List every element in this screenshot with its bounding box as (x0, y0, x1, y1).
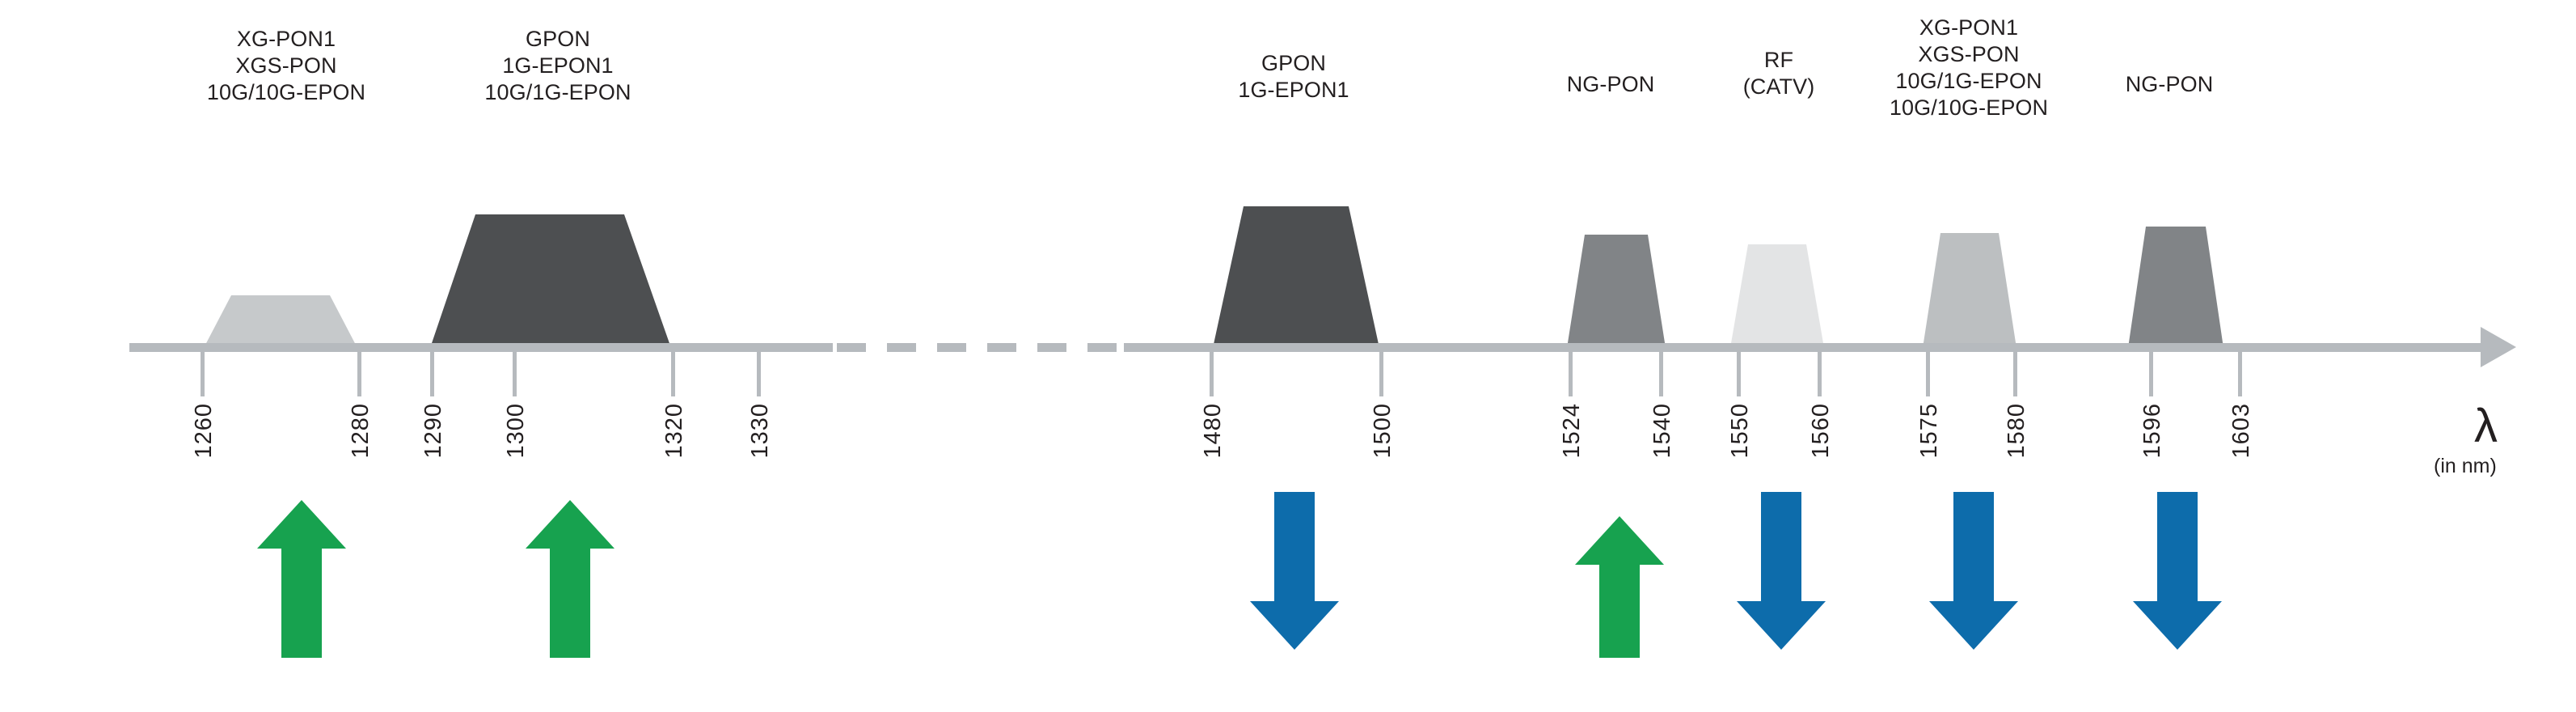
tick-mark-1330 (757, 352, 761, 396)
tick-label-1580: 1580 (2004, 403, 2029, 459)
band-label-1555: RF (CATV) (1743, 47, 1815, 100)
band-label-1577-line4: 10G/10G-EPON (1889, 95, 2049, 120)
band-label-1577-line1: XG-PON1 (1919, 15, 2019, 40)
tick-label-1330: 1330 (747, 403, 773, 459)
band-label-1310: GPON 1G-EPON1 10G/1G-EPON (484, 26, 631, 106)
band-label-1555-line1: RF (1763, 48, 1794, 72)
tick-label-1603: 1603 (2228, 403, 2254, 459)
tick-label-1575: 1575 (1916, 403, 1942, 459)
band-label-1310-line1: GPON (526, 27, 590, 51)
downstream-arrow-1490-icon (1250, 492, 1339, 650)
tick-mark-1603 (2238, 352, 2242, 396)
axis-arrowhead-icon (2481, 327, 2516, 367)
band-label-1577-line3: 10G/1G-EPON (1895, 69, 2042, 93)
band-label-1270: XG-PON1 XGS-PON 10G/10G-EPON (207, 26, 365, 106)
tick-mark-1320 (671, 352, 675, 396)
band-shape-1490 (1213, 206, 1379, 348)
band-shape-1555 (1730, 244, 1824, 348)
tick-label-1596: 1596 (2139, 403, 2165, 459)
band-label-1310-line2: 1G-EPON1 (502, 53, 614, 78)
upstream-arrow-1310-icon (526, 500, 614, 658)
axis-break-dashes (837, 343, 1124, 352)
band-shape-1532 (1567, 235, 1666, 348)
band-shape-1270 (204, 295, 357, 348)
tick-mark-1550 (1737, 352, 1741, 396)
band-label-1532: NG-PON (1567, 71, 1655, 98)
band-label-1490: GPON 1G-EPON1 (1238, 50, 1349, 104)
tick-label-1320: 1320 (661, 403, 687, 459)
band-label-1600-line1: NG-PON (2125, 72, 2214, 96)
band-label-1490-line2: 1G-EPON1 (1238, 78, 1349, 102)
tick-mark-1500 (1379, 352, 1383, 396)
band-shape-1600 (2128, 227, 2223, 348)
tick-mark-1560 (1818, 352, 1822, 396)
band-label-1532-line1: NG-PON (1566, 72, 1655, 96)
band-label-1577: XG-PON1 XGS-PON 10G/1G-EPON 10G/10G-EPON (1890, 15, 2048, 121)
band-shape-1577 (1923, 233, 2016, 348)
tick-mark-1575 (1926, 352, 1930, 396)
tick-mark-1480 (1210, 352, 1214, 396)
upstream-arrow-1270-icon (257, 500, 346, 658)
tick-label-1560: 1560 (1808, 403, 1834, 459)
upstream-arrow-1532-icon (1575, 516, 1664, 658)
tick-label-1300: 1300 (503, 403, 529, 459)
tick-mark-1290 (430, 352, 434, 396)
tick-mark-1596 (2149, 352, 2153, 396)
tick-label-1290: 1290 (420, 403, 446, 459)
tick-label-1260: 1260 (191, 403, 217, 459)
tick-mark-1280 (357, 352, 361, 396)
downstream-arrow-1555-icon (1737, 492, 1826, 650)
tick-label-1280: 1280 (348, 403, 374, 459)
band-label-1600: NG-PON (2126, 71, 2214, 98)
tick-mark-1260 (201, 352, 205, 396)
tick-mark-1580 (2013, 352, 2017, 396)
band-label-1270-line1: XG-PON1 (236, 27, 336, 51)
tick-mark-1300 (513, 352, 517, 396)
axis-segment-left (129, 343, 833, 352)
tick-label-1540: 1540 (1649, 403, 1675, 459)
tick-label-1500: 1500 (1370, 403, 1396, 459)
band-shape-1310 (430, 214, 671, 348)
band-label-1577-line2: XGS-PON (1918, 42, 2020, 66)
band-label-1490-line1: GPON (1261, 51, 1326, 75)
band-label-1270-line3: 10G/10G-EPON (206, 80, 366, 104)
axis-title-unit: (in nm) (2434, 455, 2497, 477)
axis-title-lambda: λ (2474, 400, 2498, 452)
downstream-arrow-1600-icon (2133, 492, 2222, 650)
downstream-arrow-1577-icon (1929, 492, 2018, 650)
band-label-1310-line3: 10G/1G-EPON (484, 80, 631, 104)
band-label-1555-line2: (CATV) (1742, 74, 1815, 99)
tick-label-1550: 1550 (1727, 403, 1753, 459)
tick-label-1524: 1524 (1559, 403, 1585, 459)
band-label-1270-line2: XGS-PON (235, 53, 337, 78)
tick-mark-1524 (1569, 352, 1573, 396)
tick-label-1480: 1480 (1200, 403, 1226, 459)
tick-mark-1540 (1659, 352, 1663, 396)
axis-segment-right (1124, 343, 2482, 352)
